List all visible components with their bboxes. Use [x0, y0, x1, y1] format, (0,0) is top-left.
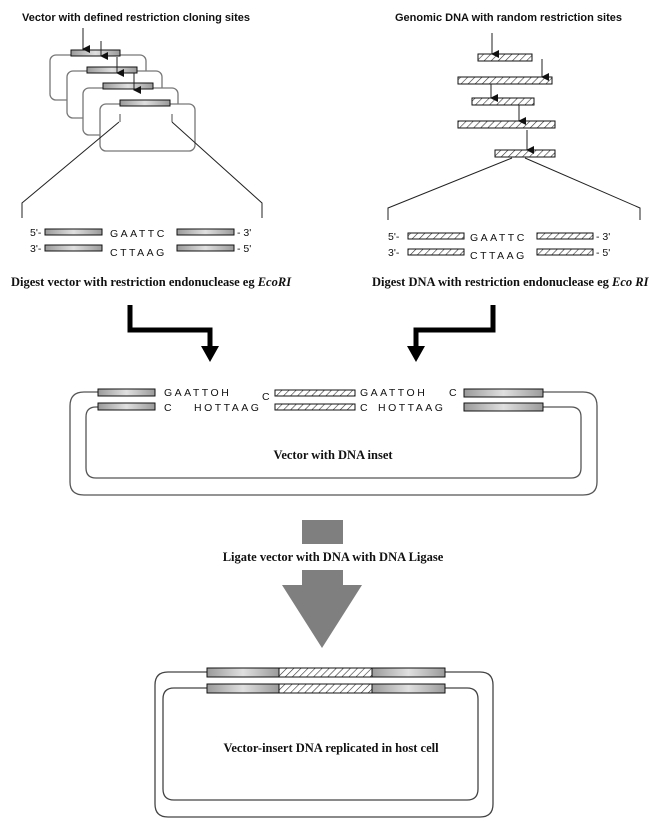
zoom-line	[524, 157, 641, 220]
ligate-caption: Ligate vector with DNA with DNA Ligase	[223, 550, 444, 564]
zoom-line	[171, 121, 263, 218]
genomic-strand	[536, 248, 594, 256]
arrowhead-icon	[407, 346, 425, 362]
sticky-end: HOTTAAG	[378, 402, 445, 414]
bent-arrow-left	[127, 305, 213, 348]
ligate-arrow-shaft	[302, 520, 343, 544]
vector-with-insert	[69, 388, 598, 496]
label-3prime: 3'-	[388, 247, 400, 259]
vector-strand	[44, 228, 103, 236]
sticky-end: GAATTOH	[164, 387, 231, 399]
down-arrow-icon	[282, 570, 362, 648]
vector-strand	[176, 228, 235, 236]
sticky-end: C	[449, 387, 459, 399]
label-3prime: - 3'	[237, 227, 251, 239]
sticky-end: C	[360, 402, 370, 414]
sticky-end: C	[164, 402, 174, 414]
left-caption: Digest vector with restriction endonucle…	[11, 275, 292, 289]
site-sequence: GAATTC	[470, 232, 527, 244]
genomic-strand	[536, 232, 594, 240]
vector-title: Vector with defined restriction cloning …	[22, 12, 250, 24]
stacked-vectors	[49, 28, 196, 152]
site-sequence: CTTAAG	[110, 247, 167, 259]
zoom-line	[387, 157, 513, 220]
genomic-title: Genomic DNA with random restriction site…	[395, 12, 622, 24]
middle-caption: Vector with DNA inset	[273, 448, 393, 462]
vector-strand	[176, 244, 235, 252]
sticky-end: HOTTAAG	[194, 402, 261, 414]
genomic-strand	[407, 248, 465, 256]
site-sequence: CTTAAG	[470, 250, 527, 262]
label-5prime: - 5'	[596, 247, 610, 259]
recombinant-vector	[154, 667, 494, 818]
label-3prime: - 3'	[596, 231, 610, 243]
vector-strand	[44, 244, 103, 252]
right-caption: Digest DNA with restriction endonuclease…	[372, 275, 650, 289]
genomic-fragments	[457, 33, 556, 158]
bent-arrow-right	[413, 305, 496, 348]
sticky-end: GAATTOH	[360, 387, 427, 399]
label-5prime: 5'-	[30, 227, 42, 239]
sticky-end: C	[262, 391, 272, 403]
label-5prime: 5'-	[388, 231, 400, 243]
site-sequence: GAATTC	[110, 228, 167, 240]
label-5prime: - 5'	[237, 243, 251, 255]
arrowhead-icon	[201, 346, 219, 362]
label-3prime: 3'-	[30, 243, 42, 255]
zoom-line	[21, 121, 120, 218]
final-caption: Vector-insert DNA replicated in host cel…	[223, 741, 439, 755]
genomic-strand	[407, 232, 465, 240]
